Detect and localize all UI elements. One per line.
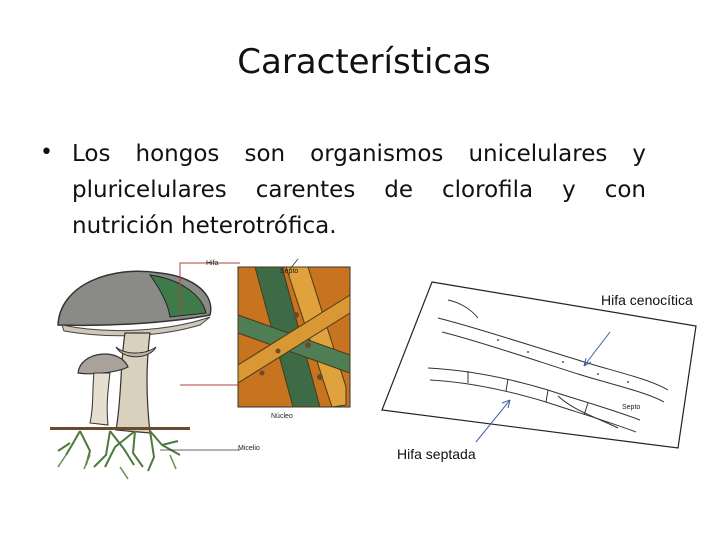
label-septo-left: Septo <box>280 268 299 275</box>
mushroom-gills <box>61 316 211 337</box>
arrow-septada <box>475 399 511 443</box>
mushroom-ring <box>115 346 157 358</box>
mushroom-cap-small <box>77 353 129 375</box>
mushroom-stem-large <box>115 332 151 434</box>
bullet-text: Los hongos son organismos unicelulares y… <box>72 141 646 239</box>
label-hifa-cenocitica: Hifa cenocítica <box>601 292 693 308</box>
cenocytic-hypha <box>437 317 669 391</box>
hyphae-detail <box>237 266 351 408</box>
label-hifa-septada: Hifa septada <box>397 446 476 462</box>
bullet-marker: • <box>40 140 53 165</box>
sketch-card <box>381 281 697 449</box>
label-nucleo: Núcleo <box>271 413 293 420</box>
label-septo-right: Septo <box>622 404 641 411</box>
slide-title: Características <box>237 42 491 82</box>
hyphae-sketch <box>381 281 697 449</box>
septate-hypha <box>427 367 641 421</box>
label-micelio: Micelio <box>238 445 260 452</box>
label-hifa: Hifa <box>206 260 219 267</box>
mushroom-illustration <box>50 258 351 480</box>
mushroom-stem-small <box>89 372 111 426</box>
cap-section-green <box>148 274 207 318</box>
arrow-cenocitica <box>583 331 611 367</box>
nucleus-dots <box>259 312 323 380</box>
mycelium <box>57 430 181 472</box>
ground-line <box>50 427 190 430</box>
